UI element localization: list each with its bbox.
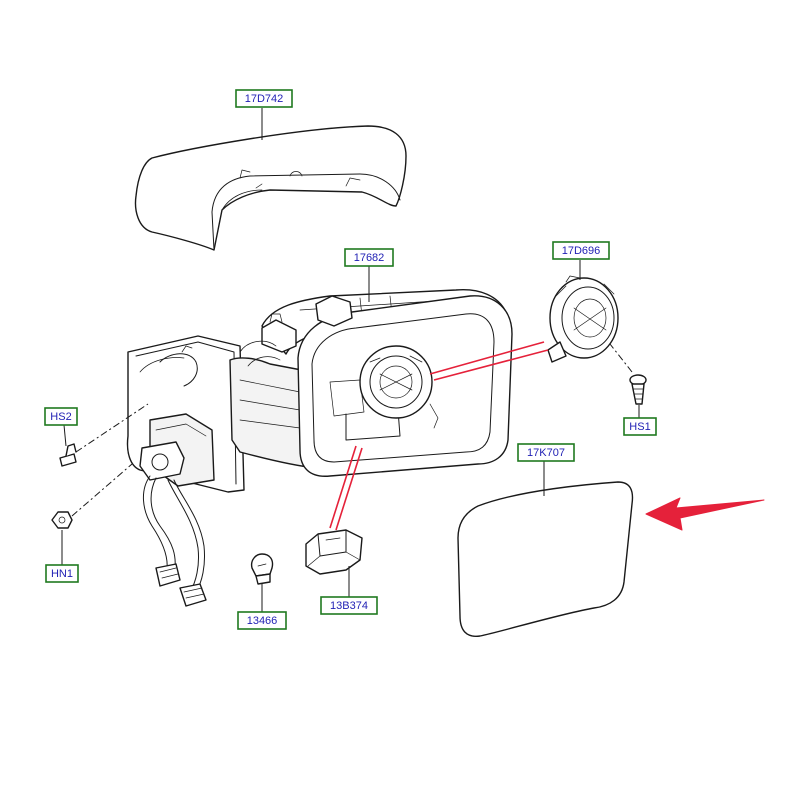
wiring-harness bbox=[143, 475, 207, 607]
label-text-17682: 17682 bbox=[354, 252, 385, 264]
mirror-motor bbox=[547, 275, 619, 363]
label-17d742: 17D742 bbox=[235, 89, 293, 108]
label-hn1: HN1 bbox=[45, 564, 79, 583]
label-text-17d696: 17D696 bbox=[562, 245, 601, 257]
label-13b374: 13B374 bbox=[320, 596, 378, 615]
leader-hs2 bbox=[63, 424, 67, 447]
label-text-13466: 13466 bbox=[247, 615, 278, 627]
label-hs2: HS2 bbox=[44, 407, 78, 426]
label-text-17k707: 17K707 bbox=[527, 447, 565, 459]
label-text-hn1: HN1 bbox=[51, 568, 73, 580]
label-text-hs2: HS2 bbox=[50, 411, 71, 423]
label-17682: 17682 bbox=[344, 248, 394, 267]
mirror-glass bbox=[457, 481, 634, 637]
label-text-17d742: 17D742 bbox=[245, 93, 284, 105]
screw-hs2 bbox=[59, 403, 149, 467]
label-text-hs1: HS1 bbox=[629, 421, 650, 433]
red-arrow-icon bbox=[645, 497, 765, 531]
bulb bbox=[250, 553, 274, 585]
label-17k707: 17K707 bbox=[517, 443, 575, 462]
label-text-13b374: 13B374 bbox=[330, 600, 368, 612]
mirror-cover bbox=[134, 125, 407, 251]
label-hs1: HS1 bbox=[623, 417, 657, 436]
label-17d696: 17D696 bbox=[552, 241, 610, 260]
nut-hn1 bbox=[51, 463, 133, 529]
label-13466: 13466 bbox=[237, 611, 287, 630]
screw-hs1 bbox=[609, 343, 647, 405]
puddle-lamp bbox=[305, 529, 363, 575]
red-callouts bbox=[329, 341, 549, 531]
mirror-housing bbox=[126, 289, 513, 493]
